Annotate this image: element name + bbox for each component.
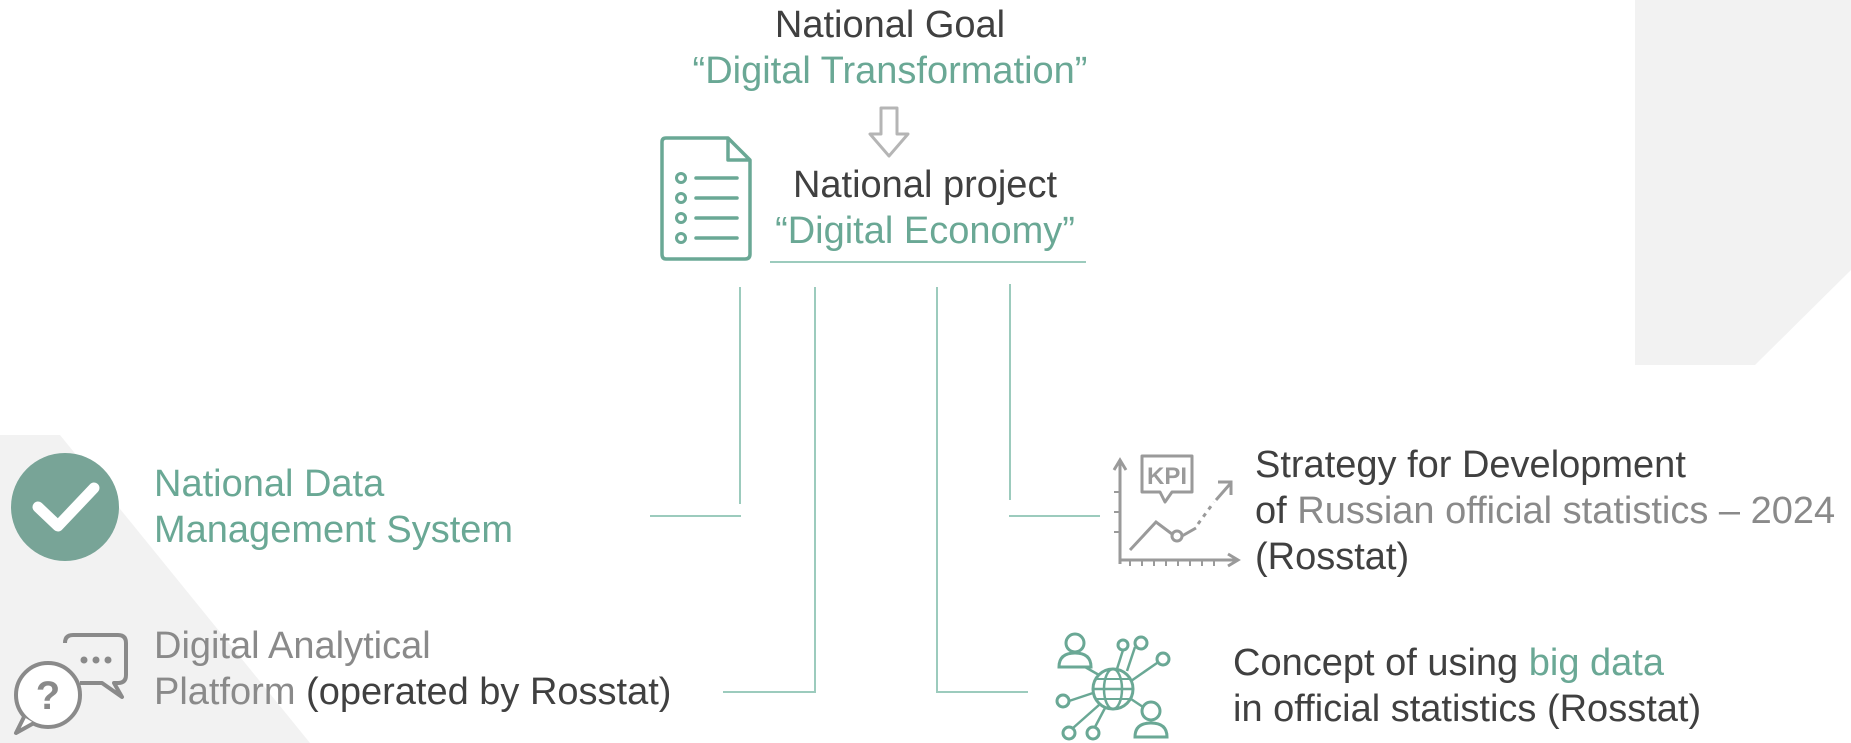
connector-strategy-horizontal xyxy=(1009,515,1100,517)
dap-text: Digital Analytical Platform (operated by… xyxy=(154,623,671,715)
bigdata-highlight: big data xyxy=(1528,642,1664,684)
strategy-highlight: Russian official statistics xyxy=(1297,490,1709,532)
svg-text:?: ? xyxy=(36,674,60,718)
connector-bigdata-vertical xyxy=(936,287,938,692)
ndms-text: National Data Management System xyxy=(154,461,513,553)
ndms-line2: Management System xyxy=(154,509,514,551)
project-underline xyxy=(770,261,1086,263)
arrow-down-icon xyxy=(868,106,910,158)
connector-bigdata-horizontal xyxy=(936,691,1028,693)
svg-text:KPI: KPI xyxy=(1147,463,1187,490)
dap-line2: Platform (operated by Rosstat) xyxy=(154,669,671,715)
connector-dap-vertical xyxy=(814,287,816,692)
bigdata-prefix: Concept of using xyxy=(1233,642,1529,684)
strategy-line3: (Rosstat) xyxy=(1255,536,1410,578)
bigdata-text: Concept of using big data in official st… xyxy=(1233,640,1701,732)
dap-line1: Digital Analytical xyxy=(154,625,431,667)
kpi-chart-icon: KPI xyxy=(1112,454,1241,568)
document-list-icon xyxy=(660,136,752,261)
connector-dap-horizontal xyxy=(723,691,816,693)
question-chat-icon: ? xyxy=(14,633,128,735)
strategy-line2: of Russian official statistics – 2024 xyxy=(1255,488,1835,534)
check-circle-icon xyxy=(11,453,119,561)
national-goal-name: “Digital Transformation” xyxy=(692,50,1088,92)
national-project-name: “Digital Economy” xyxy=(775,210,1075,252)
strategy-line1: Strategy for Development xyxy=(1255,444,1686,486)
connector-strategy-vertical xyxy=(1009,284,1011,500)
connector-ndms-vertical xyxy=(739,287,741,504)
strategy-of: of xyxy=(1255,490,1298,532)
bigdata-line2: in official statistics (Rosstat) xyxy=(1233,688,1702,730)
people-network-icon xyxy=(1055,632,1171,741)
dap-platform: Platform xyxy=(154,671,296,713)
connector-ndms-horizontal xyxy=(650,515,741,517)
national-project: National project “Digital Economy” xyxy=(765,162,1085,254)
national-project-label: National project xyxy=(792,164,1058,206)
national-goal-label: National Goal xyxy=(774,4,1006,46)
strategy-year: – 2024 xyxy=(1708,490,1836,532)
dap-operated: (operated by Rosstat) xyxy=(295,671,672,713)
strategy-text: Strategy for Development of Russian offi… xyxy=(1255,442,1835,580)
national-goal: National Goal “Digital Transformation” xyxy=(640,2,1140,94)
ndms-line1: National Data xyxy=(154,463,385,505)
bigdata-line1: Concept of using big data xyxy=(1233,640,1701,686)
